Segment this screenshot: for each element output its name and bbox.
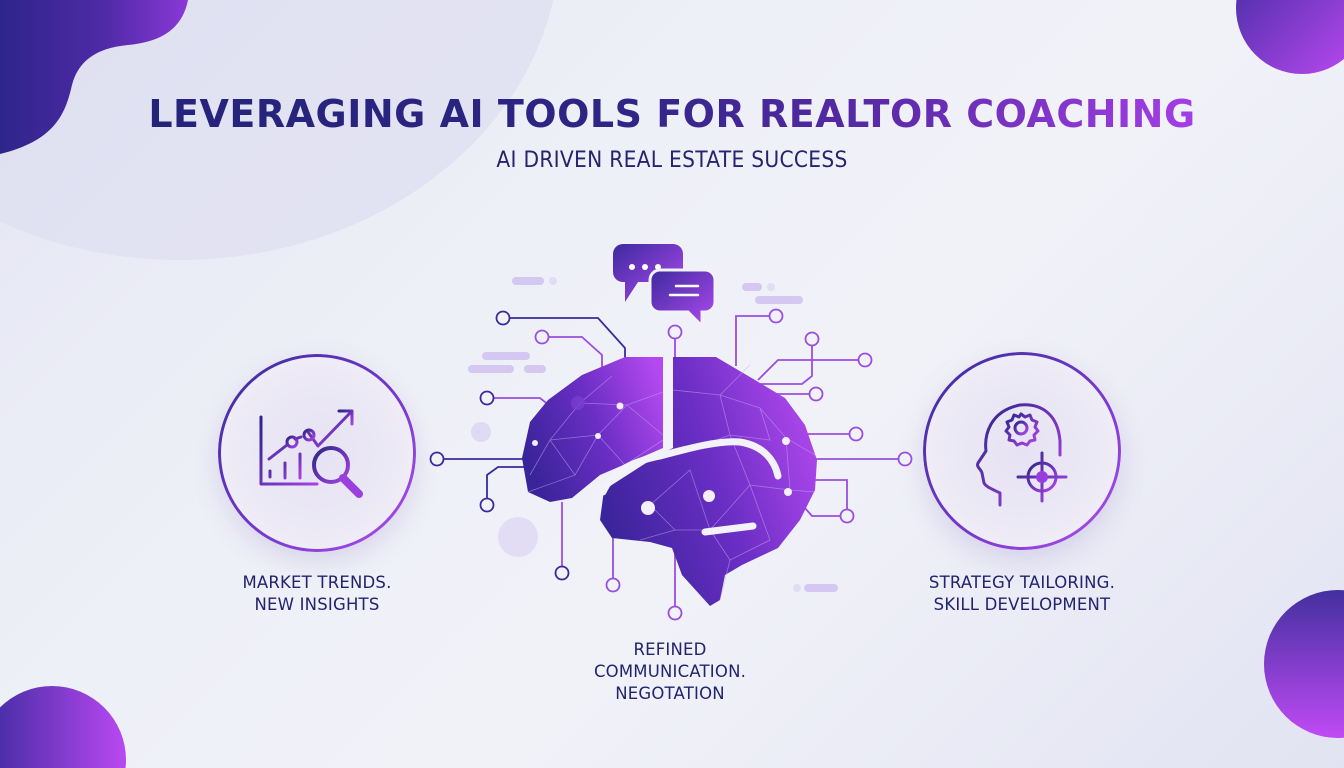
brain-shape: [522, 357, 817, 606]
chart-magnifier-icon: [259, 409, 363, 498]
page-title: LEVERAGING AI TOOLS FOR REALTOR COACHING: [148, 92, 1196, 136]
brain-network-illustration: [420, 230, 920, 630]
feature-caption-strategy: STRATEGY TAILORING. SKILL DEVELOPMENT: [928, 573, 1116, 614]
page-subtitle: AI DRIVEN REAL ESTATE SUCCESS: [496, 148, 848, 173]
corner-blob-top-right: [1236, 0, 1344, 74]
feature-circle-strategy: [926, 355, 1118, 547]
corner-blob-bottom-right: [1264, 590, 1344, 738]
chat-bubbles-icon: [613, 244, 717, 330]
feature-caption-market-trends: MARKET TRENDS. NEW INSIGHTS: [242, 573, 392, 614]
brain-network-icon: [429, 244, 913, 621]
corner-blob-top-left: [0, 0, 188, 154]
feature-circle-market-trends: [221, 357, 413, 549]
corner-blob-bottom-left: [0, 686, 126, 768]
head-gear-target-icon: [976, 403, 1068, 507]
feature-caption-communication: REFINED COMMUNICATION. NEGOTATION: [593, 640, 747, 703]
